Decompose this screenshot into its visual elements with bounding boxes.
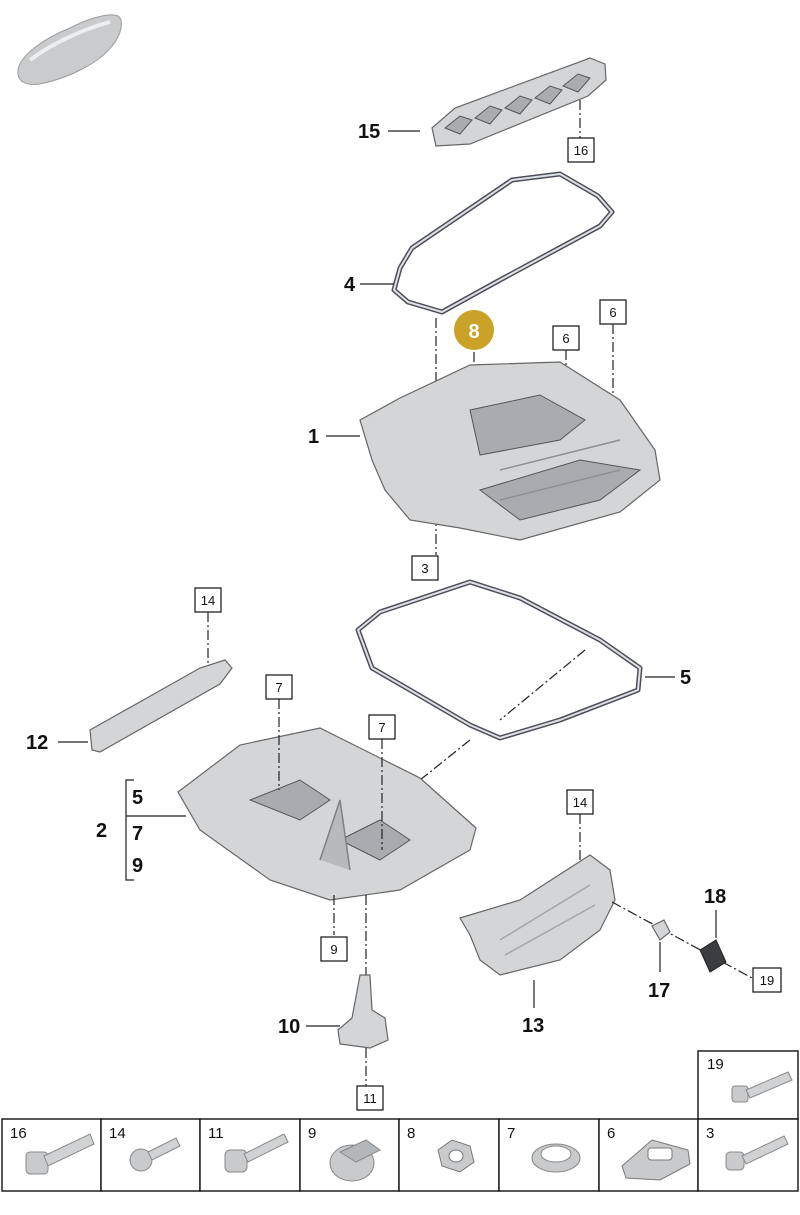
legend-top-cell: 19 [697, 1050, 799, 1120]
svg-text:16: 16 [574, 143, 588, 158]
box-14-b: 14 [566, 789, 594, 815]
gasket-part-4 [391, 171, 615, 315]
svg-text:9: 9 [330, 942, 337, 957]
legend-label-9: 9 [308, 1125, 316, 1142]
box-6-a: 6 [599, 299, 627, 325]
heat-shield-part-13 [459, 854, 616, 976]
nut-part-18 [699, 939, 727, 973]
legend-label-8: 8 [407, 1125, 415, 1142]
box-7-a: 7 [265, 674, 293, 700]
svg-text:7: 7 [275, 680, 282, 695]
legend-label-11: 11 [208, 1125, 224, 1142]
legend-label-16: 16 [10, 1125, 27, 1142]
highlight-8-label: 8 [468, 321, 479, 343]
legend-label-14: 14 [109, 1125, 126, 1142]
clip-part-17 [651, 919, 671, 941]
svg-text:3: 3 [421, 561, 428, 576]
callout-13: 13 [522, 1015, 544, 1037]
upper-oil-pan-part-1 [359, 361, 661, 541]
callout-2: 2 [96, 820, 107, 842]
svg-text:11: 11 [363, 1091, 377, 1106]
svg-text:6: 6 [562, 331, 569, 346]
callout-4: 4 [344, 274, 356, 296]
legend-label-7: 7 [507, 1125, 515, 1142]
hex-nut-icon [437, 1139, 475, 1173]
box-11: 11 [356, 1085, 384, 1111]
gasket-part-5 [355, 579, 643, 741]
svg-text:6: 6 [609, 305, 616, 320]
bolt-icon [224, 1133, 289, 1173]
lower-oil-pan-part-2 [177, 727, 477, 901]
svg-text:7: 7 [378, 720, 385, 735]
bracket-item-7: 7 [132, 823, 143, 845]
sensor-part-10 [337, 974, 389, 1049]
callout-15: 15 [358, 121, 380, 143]
legend-label-3: 3 [706, 1125, 714, 1142]
short-bolt-icon [129, 1137, 181, 1172]
callout-12: 12 [26, 732, 48, 754]
box-7-b: 7 [368, 714, 396, 740]
callout-17: 17 [648, 980, 670, 1002]
seal-ring-icon [531, 1143, 581, 1173]
callout-10: 10 [278, 1016, 300, 1038]
callout-5: 5 [680, 667, 691, 689]
svg-text:14: 14 [201, 593, 215, 608]
box-19: 19 [752, 967, 782, 993]
box-16: 16 [567, 137, 595, 163]
bracket-item-5: 5 [132, 787, 143, 809]
bracket-item-9: 9 [132, 855, 143, 877]
highlight-8: 8 [452, 308, 496, 352]
bolt-icon [731, 1071, 793, 1103]
bolt-icon [725, 1135, 789, 1171]
callout-18: 18 [704, 886, 726, 908]
drain-plug-icon [329, 1139, 381, 1182]
box-3: 3 [411, 555, 439, 581]
box-9: 9 [320, 936, 348, 962]
box-14-a: 14 [194, 587, 222, 613]
svg-text:19: 19 [760, 973, 774, 988]
strip-part-12 [89, 659, 233, 753]
legend-label-6: 6 [607, 1125, 615, 1142]
callout-1: 1 [308, 426, 319, 448]
baffle-part-15 [431, 57, 607, 147]
collar-bolt-icon [25, 1133, 95, 1175]
legend-row: 16 14 11 9 8 7 6 3 [1, 1118, 799, 1192]
vehicle-thumbnail [17, 14, 122, 85]
svg-text:14: 14 [573, 795, 587, 810]
svg-text:19: 19 [707, 1056, 724, 1073]
box-6-b: 6 [552, 325, 580, 351]
clip-icon [621, 1139, 691, 1181]
